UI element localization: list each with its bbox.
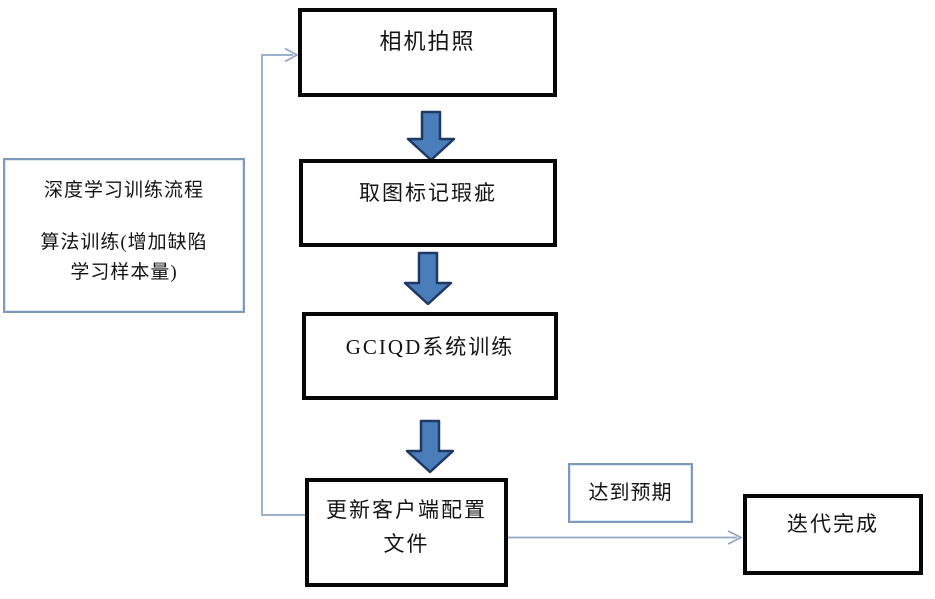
node-system-training: GCIQD系统训练: [302, 312, 558, 400]
label-expectation: 达到预期: [568, 463, 693, 523]
side-note-body: 算法训练(增加缺陷: [40, 232, 208, 253]
down-block-arrow-icon: [405, 419, 455, 474]
feedback-connector-line: [261, 54, 305, 516]
side-note-body: 学习样本量): [70, 262, 178, 283]
node-label: 更新客户端配置: [326, 498, 487, 522]
node-label: 相机拍照: [379, 29, 476, 54]
node-camera: 相机拍照: [298, 8, 557, 97]
node-label: GCIQD系统训练: [345, 335, 515, 359]
down-block-arrow-icon: [403, 251, 453, 306]
node-label: 迭代完成: [787, 512, 879, 536]
side-note-title: 深度学习训练流程: [43, 180, 204, 201]
to-iteration-arrowhead-icon: [727, 530, 743, 545]
node-mark-defects: 取图标记瑕疵: [299, 159, 557, 247]
down-block-arrow-icon: [406, 110, 456, 162]
feedback-arrowhead-icon: [284, 47, 299, 63]
node-label: 文件: [383, 532, 430, 556]
node-label: 达到预期: [588, 482, 673, 504]
note-side: 深度学习训练流程 算法训练(增加缺陷 学习样本量): [3, 158, 245, 313]
node-update-config: 更新客户端配置 文件: [305, 478, 508, 587]
node-iteration-done: 迭代完成: [743, 494, 923, 575]
node-label: 取图标记瑕疵: [359, 181, 497, 205]
